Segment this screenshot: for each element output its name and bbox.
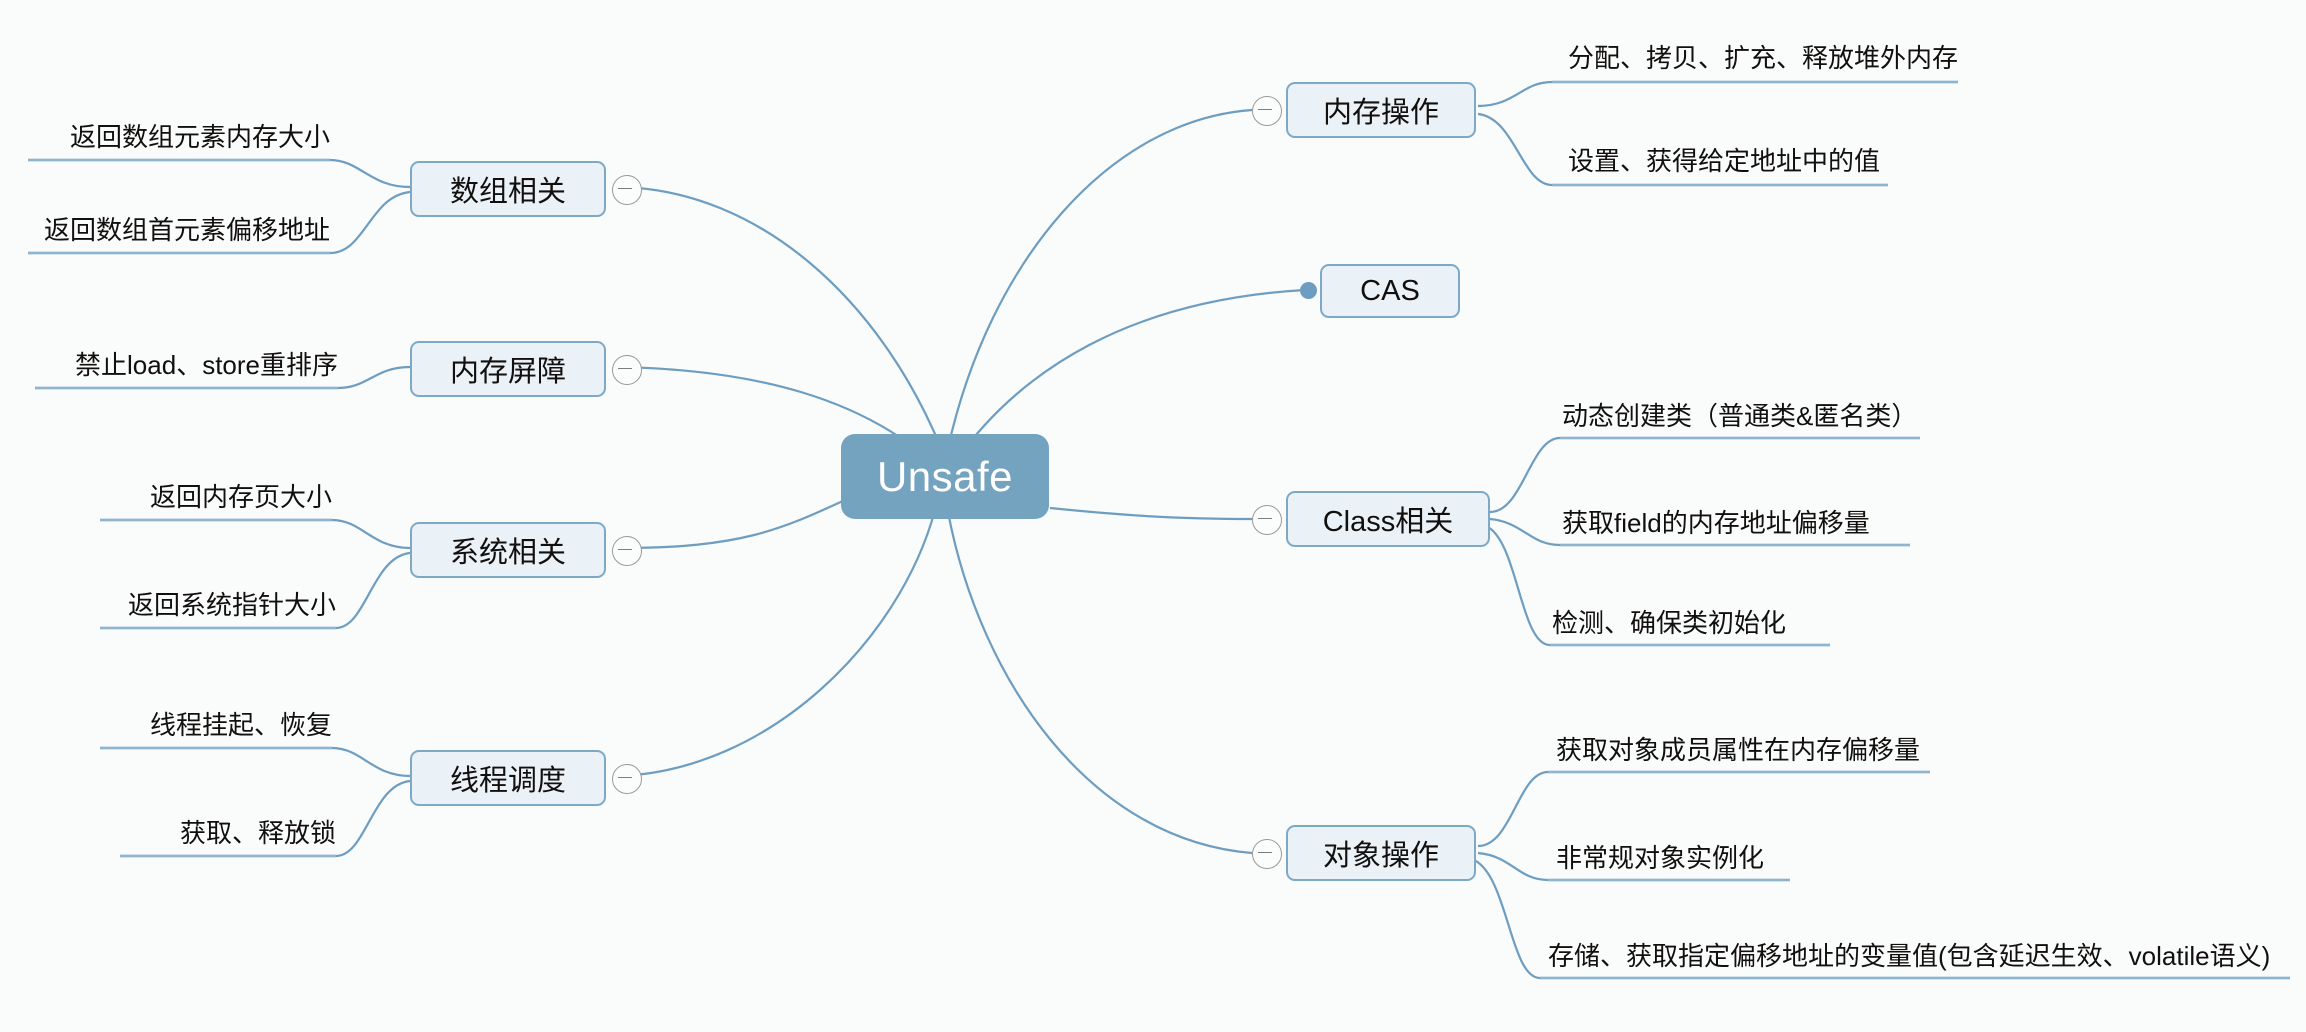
edge-system-child-0 (100, 518, 411, 550)
leaf-label-array-0: 返回数组元素内存大小 (69, 122, 330, 152)
leaf-label-memory-operation-0: 分配、拷贝、扩充、释放堆外内存 (1568, 43, 1959, 73)
leaf-label-system-0: 返回内存页大小 (149, 482, 332, 512)
edge-thread-scheduling-child-0 (100, 746, 411, 778)
leaf-label-object-operation-0: 获取对象成员属性在内存偏移量 (1556, 735, 1921, 765)
branch-node-class-related-label: Class相关 (1322, 506, 1454, 538)
collapse-handle-thread-scheduling[interactable] (612, 764, 642, 794)
edge-class-related-child-0 (1489, 436, 1920, 514)
edge-root-to-system (619, 499, 846, 550)
branch-node-class-related[interactable]: Class相关 (1286, 491, 1490, 547)
root-node-label: Unsafe (876, 452, 1014, 500)
branch-node-system-label: 系统相关 (449, 537, 566, 569)
edge-root-to-object-operation (946, 511, 1253, 855)
collapse-handle-object-operation[interactable] (1252, 839, 1282, 869)
branch-node-system[interactable]: 系统相关 (410, 522, 606, 578)
branch-node-cas[interactable]: CAS (1320, 264, 1460, 318)
branch-node-memory-operation-label: 内存操作 (1322, 97, 1439, 129)
branch-node-memory-barrier-label: 内存屏障 (449, 356, 566, 388)
edge-root-to-thread-scheduling (619, 509, 937, 778)
leaf-label-memory-operation-1: 设置、获得给定地址中的值 (1568, 146, 1881, 176)
leaf-label-object-operation-2: 存储、获取指定偏移地址的变量值(包含延迟生效、volatile语义) (1548, 941, 2271, 971)
branch-node-memory-barrier[interactable]: 内存屏障 (410, 341, 606, 397)
collapse-handle-memory-barrier[interactable] (612, 355, 642, 385)
leaf-label-array-1: 返回数组首元素偏移地址 (43, 215, 330, 245)
leaf-label-class-related-2: 检测、确保类初始化 (1552, 608, 1787, 638)
leaf-label-class-related-0: 动态创建类（普通类&匿名类） (1562, 401, 1918, 431)
branch-node-array[interactable]: 数组相关 (410, 161, 606, 217)
collapse-handle-array[interactable] (612, 175, 642, 205)
leaf-label-system-1: 返回系统指针大小 (127, 590, 336, 620)
branch-node-memory-operation[interactable]: 内存操作 (1286, 82, 1476, 138)
leaf-dot-cas[interactable] (1300, 282, 1317, 299)
edge-root-to-memory-operation (946, 108, 1253, 449)
leaf-label-class-related-1: 获取field的内存地址偏移量 (1562, 508, 1870, 538)
edge-array-child-0 (28, 158, 411, 189)
branch-node-array-label: 数组相关 (449, 176, 566, 208)
branch-node-thread-scheduling-label: 线程调度 (449, 765, 566, 797)
root-node-unsafe[interactable]: Unsafe (841, 434, 1049, 519)
branch-node-thread-scheduling[interactable]: 线程调度 (410, 750, 606, 806)
collapse-handle-memory-operation[interactable] (1252, 96, 1282, 126)
leaf-label-thread-scheduling-1: 获取、释放锁 (179, 818, 336, 848)
edge-root-to-array (619, 185, 943, 449)
leaf-label-thread-scheduling-0: 线程挂起、恢复 (149, 710, 332, 740)
branch-node-object-operation-label: 对象操作 (1322, 840, 1439, 872)
edge-root-to-class-related (1049, 506, 1253, 521)
edge-memory-operation-child-0 (1477, 80, 1958, 108)
branch-node-cas-label: CAS (1360, 274, 1420, 307)
branch-node-object-operation[interactable]: 对象操作 (1286, 825, 1476, 881)
leaf-label-memory-barrier-0: 禁止load、store重排序 (75, 350, 338, 380)
collapse-handle-class-related[interactable] (1252, 505, 1282, 535)
collapse-handle-system[interactable] (612, 536, 642, 566)
leaf-label-object-operation-1: 非常规对象实例化 (1556, 843, 1765, 873)
edge-object-operation-child-0 (1477, 770, 1930, 848)
